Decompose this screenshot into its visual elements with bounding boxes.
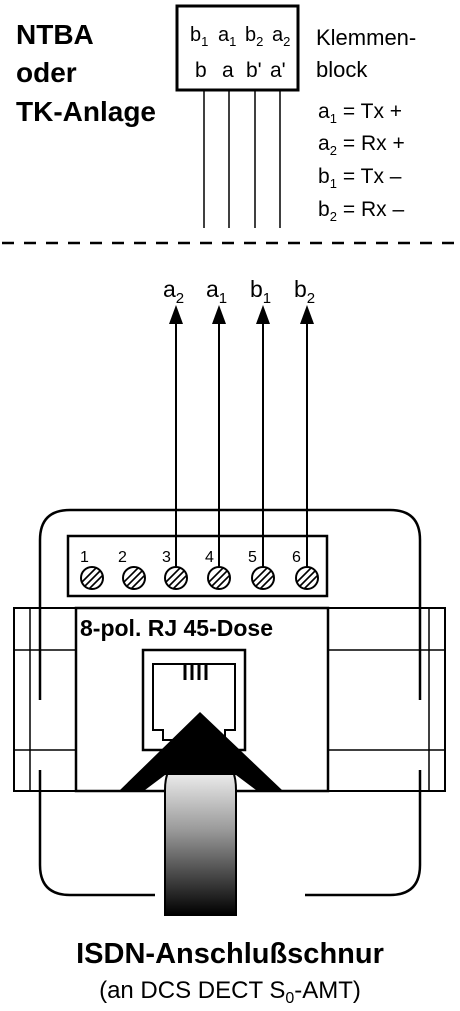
terminal-block-wires [203, 90, 281, 228]
legend: a1= Tx + a2= Rx + b1= Tx – b2= Rx – [318, 100, 405, 224]
pin-number: 1 [80, 549, 89, 566]
pin-number: 4 [205, 549, 214, 566]
device-label-line3: TK-Anlage [16, 96, 156, 127]
arrow-head [169, 305, 183, 324]
pin-number: 5 [248, 549, 257, 566]
terminal-block-bottom-labels: b a b' a' [195, 59, 286, 82]
terminal-bottom-label: b' [246, 59, 262, 82]
socket-label: 8-pol. RJ 45-Dose [80, 615, 273, 641]
cable-title: ISDN-Anschlußschnur [76, 938, 384, 970]
pin-number: 6 [292, 549, 301, 566]
terminal-top-label: b2 [245, 24, 263, 49]
arrow-labels: a2 a1 b1 b2 [163, 276, 315, 307]
arrow-label: a1 [206, 276, 227, 307]
pin-numbers: 1 2 3 4 5 6 [80, 549, 301, 566]
terminal-block-box [175, 4, 300, 92]
screw-icon [295, 566, 319, 590]
rj45-contacts [183, 665, 208, 680]
legend-entry: b2= Rx – [318, 198, 405, 224]
pin-number: 3 [162, 549, 171, 566]
cable-subtitle: (an DCS DECT S0-AMT) [99, 977, 361, 1007]
screw-icon [164, 566, 188, 590]
arrow-label: b1 [250, 276, 271, 307]
device-label-line1: NTBA [16, 19, 94, 50]
arrow-head [212, 305, 226, 324]
arrow-head [256, 305, 270, 324]
pin-number: 2 [118, 549, 127, 566]
screw-icon [80, 566, 104, 590]
screw-icon [207, 566, 231, 590]
wire-arrows [169, 305, 314, 570]
device-label-line2: oder [16, 57, 77, 88]
terminal-block-title-line2: block [316, 57, 368, 82]
terminal-bottom-label: b [195, 59, 207, 82]
legend-entry: b1= Tx – [318, 165, 402, 191]
terminal-bottom-label: a [222, 59, 234, 82]
terminal-top-label: b1 [190, 24, 208, 49]
screw-icon [251, 566, 275, 590]
terminal-bottom-label: a' [270, 59, 286, 82]
screw-terminals [80, 566, 319, 590]
screw-icon [122, 566, 146, 590]
cable-arrow [120, 712, 282, 916]
legend-entry: a2= Rx + [318, 132, 405, 158]
terminal-top-label: a1 [218, 24, 236, 49]
terminal-block-title-line1: Klemmen- [316, 25, 416, 50]
arrow-label: b2 [294, 276, 315, 307]
legend-entry: a1= Tx + [318, 100, 402, 126]
arrow-head [300, 305, 314, 324]
terminal-block-top-labels: b1 a1 b2 a2 [190, 24, 290, 49]
terminal-top-label: a2 [272, 24, 290, 49]
arrow-label: a2 [163, 276, 184, 307]
